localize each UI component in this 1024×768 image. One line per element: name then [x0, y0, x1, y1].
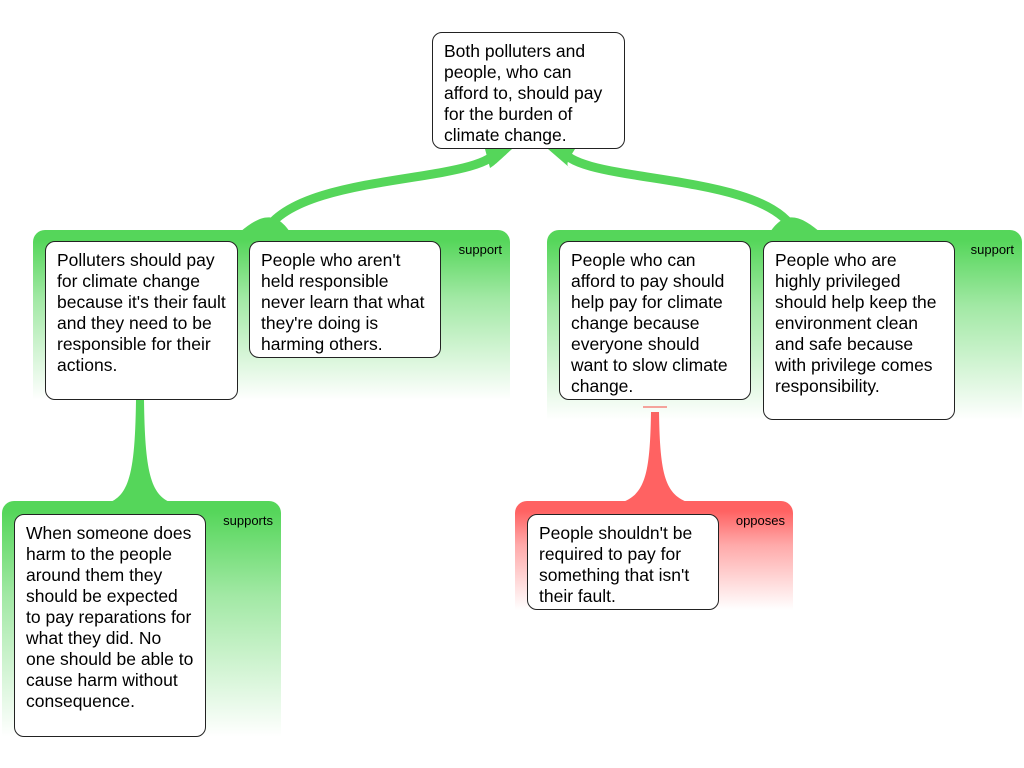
group-label: opposes [735, 513, 785, 528]
claim-card[interactable]: People who are highly privileged should … [763, 241, 955, 420]
claim-card[interactable]: People who aren't held responsible never… [249, 241, 441, 358]
claim-card[interactable]: People who can afford to pay should help… [559, 241, 751, 400]
claim-card[interactable]: When someone does harm to the people aro… [14, 514, 206, 737]
root-claim[interactable]: Both polluters and people, who can affor… [432, 32, 625, 149]
connector-root-left-top-flare [485, 149, 512, 168]
group-label: support [970, 242, 1014, 257]
claim-card[interactable]: Polluters should pay for climate change … [45, 241, 238, 400]
connector-claim3-opposes [620, 412, 690, 503]
connector-claim1-supports [108, 400, 172, 503]
connector-root-left [261, 146, 503, 235]
connector-root-right-flare [770, 217, 820, 232]
group-label: supports [223, 513, 273, 528]
group-label: support [458, 242, 502, 257]
connector-root-right-top-flare [548, 149, 575, 168]
connector-root-right [557, 145, 800, 235]
connector-root-left-flare [240, 217, 290, 232]
objection-card[interactable]: People shouldn't be required to pay for … [527, 514, 719, 610]
